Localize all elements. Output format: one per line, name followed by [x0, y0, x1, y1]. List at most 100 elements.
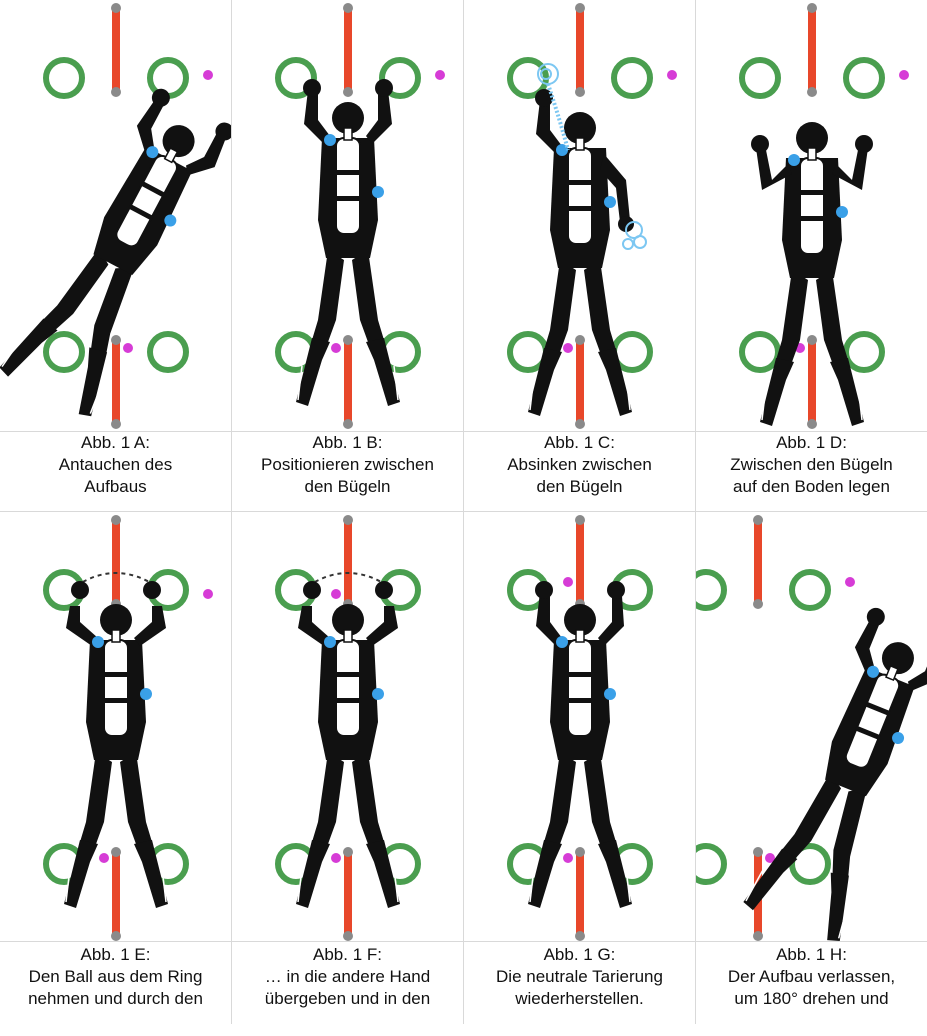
ring-bottom-left — [696, 843, 727, 885]
ring-top-left — [43, 57, 85, 99]
tank-icon — [335, 137, 361, 235]
ball-path-arc — [75, 572, 157, 587]
ring-top-right — [611, 57, 653, 99]
caption-line1: Abb. 1 H: — [776, 945, 847, 964]
peg-icon — [807, 335, 817, 345]
caption-line1: Abb. 1 G: — [543, 945, 616, 964]
training-rack — [43, 515, 213, 941]
ring-top-right — [843, 57, 885, 99]
ball-icon — [99, 853, 109, 863]
caption-line2: Antauchen des — [58, 455, 173, 474]
caption-line3: den Bügeln — [304, 477, 391, 496]
diver-taking-ball-icon — [64, 581, 168, 908]
ring-bottom-right — [147, 331, 189, 373]
caption-line1: Abb. 1 D: — [776, 433, 847, 452]
ball-icon — [123, 343, 133, 353]
ring-top-right — [379, 57, 421, 99]
tank-icon — [335, 639, 361, 737]
caption-line3: übergeben und in den — [264, 989, 431, 1008]
peg-icon — [111, 3, 121, 13]
tank-icon — [103, 639, 129, 737]
caption-line1: Abb. 1 B: — [312, 433, 383, 452]
ball-icon — [435, 70, 445, 80]
ball-icon — [331, 853, 341, 863]
scene-illustration — [507, 3, 677, 429]
panel-c — [464, 0, 695, 430]
peg-icon — [575, 3, 585, 13]
ring-bottom-left — [43, 331, 85, 373]
peg-icon — [343, 931, 353, 941]
caption-line3: auf den Boden legen — [733, 477, 890, 496]
training-rack — [696, 515, 855, 941]
grid-divider — [0, 431, 927, 432]
peg-icon — [753, 931, 763, 941]
training-rack — [275, 515, 421, 941]
ball-icon — [845, 577, 855, 587]
diver-positioning-icon — [296, 79, 400, 406]
caption-h: Abb. 1 H: Der Aufbau verlassen, um 180° dr… — [696, 944, 927, 1036]
caption-line2: Die neutrale Tarierung — [496, 967, 663, 986]
ball-icon — [331, 343, 341, 353]
caption-line3: um 180° drehen und — [734, 989, 889, 1008]
peg-icon — [343, 419, 353, 429]
top-bar — [754, 520, 762, 604]
ball-icon — [563, 853, 573, 863]
peg-icon — [575, 87, 585, 97]
caption-line1: Abb. 1 E: — [80, 945, 151, 964]
caption-line2: … in die andere Hand — [264, 967, 431, 986]
caption-line2: Der Aufbau verlassen, — [727, 967, 896, 986]
ring-top-left — [696, 569, 727, 611]
ball-icon — [899, 70, 909, 80]
bottom-bar — [808, 340, 816, 424]
ring-bottom-left — [739, 331, 781, 373]
panel-h — [696, 512, 927, 942]
grid-divider — [0, 941, 927, 942]
ball-icon — [203, 70, 213, 80]
top-bar — [344, 8, 352, 92]
scene-illustration — [507, 515, 653, 941]
tank-icon — [799, 157, 825, 255]
caption-line2: Den Ball aus dem Ring — [28, 967, 203, 986]
ball-icon — [203, 589, 213, 599]
peg-icon — [807, 87, 817, 97]
peg-icon — [343, 3, 353, 13]
bottom-bar — [112, 340, 120, 424]
caption-line2: Absinken zwischen — [507, 455, 652, 474]
top-bar — [112, 8, 120, 92]
peg-icon — [111, 515, 121, 525]
grid-divider — [463, 0, 464, 1024]
top-bar — [576, 520, 584, 604]
diver-approaching-icon — [0, 88, 231, 417]
peg-icon — [111, 931, 121, 941]
peg-icon — [343, 87, 353, 97]
peg-icon — [753, 847, 763, 857]
peg-icon — [111, 847, 121, 857]
ring-top-left — [739, 57, 781, 99]
scene-illustration — [275, 3, 445, 429]
diver-neutral-buoyancy-icon — [528, 581, 632, 908]
training-rack — [43, 3, 213, 429]
caption-line2: Positionieren zwischen — [261, 455, 434, 474]
caption-line1: Abb. 1 A: — [81, 433, 150, 452]
caption-line3: den Bügeln — [536, 477, 623, 496]
peg-icon — [111, 87, 121, 97]
caption-line1: Abb. 1 C: — [544, 433, 615, 452]
peg-icon — [343, 847, 353, 857]
panel-a — [0, 0, 231, 430]
top-bar — [576, 8, 584, 92]
peg-icon — [753, 515, 763, 525]
bottom-bar — [576, 340, 584, 424]
bubbles-icon — [537, 63, 647, 250]
ring-bottom-right — [843, 331, 885, 373]
grid-divider — [695, 0, 696, 1024]
caption-line3: Aufbaus — [84, 477, 147, 496]
peg-icon — [575, 847, 585, 857]
ball-path-arc — [307, 572, 389, 587]
panel-g — [464, 512, 695, 942]
top-bar — [808, 8, 816, 92]
